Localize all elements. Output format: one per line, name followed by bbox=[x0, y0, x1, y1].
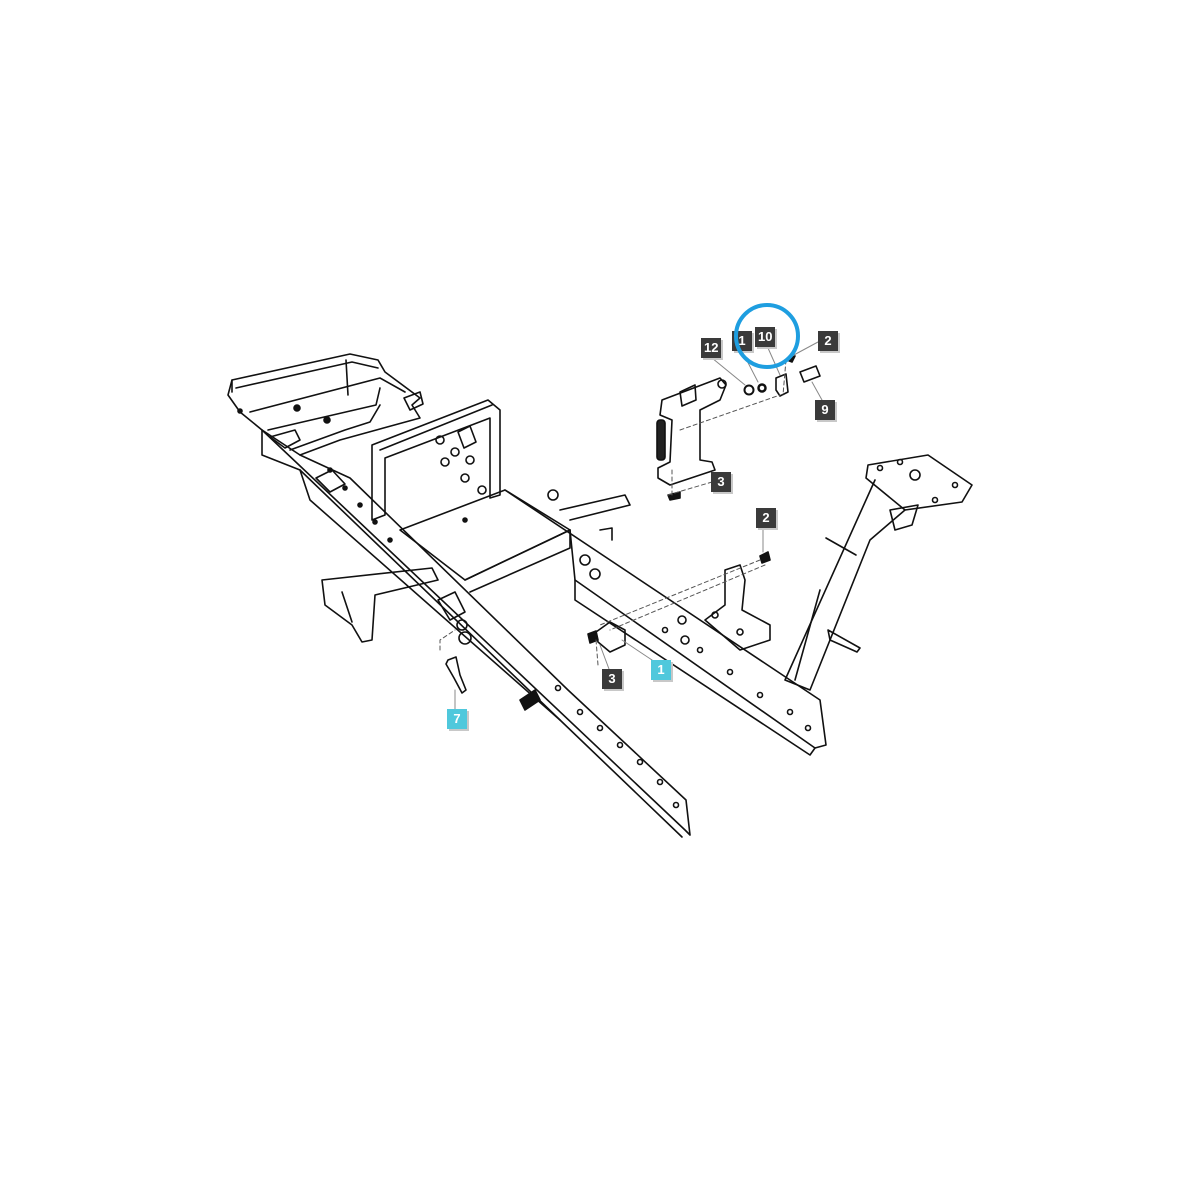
axle-bar bbox=[547, 489, 631, 541]
highlight-ring bbox=[734, 303, 800, 369]
rear-frame-bracket bbox=[227, 353, 424, 456]
pedal-assembly bbox=[656, 377, 727, 486]
callout-label-7-highlighted[interactable]: 7 bbox=[447, 709, 467, 729]
dashed-assembly-lines bbox=[439, 359, 787, 666]
front-cross-frame bbox=[371, 399, 501, 521]
callout-label-3: 3 bbox=[711, 472, 731, 492]
callout-label-2: 2 bbox=[818, 331, 838, 351]
callout-label-9: 9 bbox=[815, 400, 835, 420]
steering-column-support bbox=[784, 454, 973, 691]
callout-label-2-lower: 2 bbox=[756, 508, 776, 528]
callout-label-12: 12 bbox=[701, 338, 722, 358]
left-step-bracket bbox=[321, 567, 472, 645]
right-mount-bracket bbox=[704, 564, 771, 651]
callout-label-1-highlighted[interactable]: 1 bbox=[651, 660, 671, 680]
left-frame-rail bbox=[261, 429, 691, 838]
right-frame-rail bbox=[504, 489, 827, 756]
callout-label-3-lower: 3 bbox=[602, 669, 622, 689]
center-deck-plate bbox=[399, 489, 571, 593]
